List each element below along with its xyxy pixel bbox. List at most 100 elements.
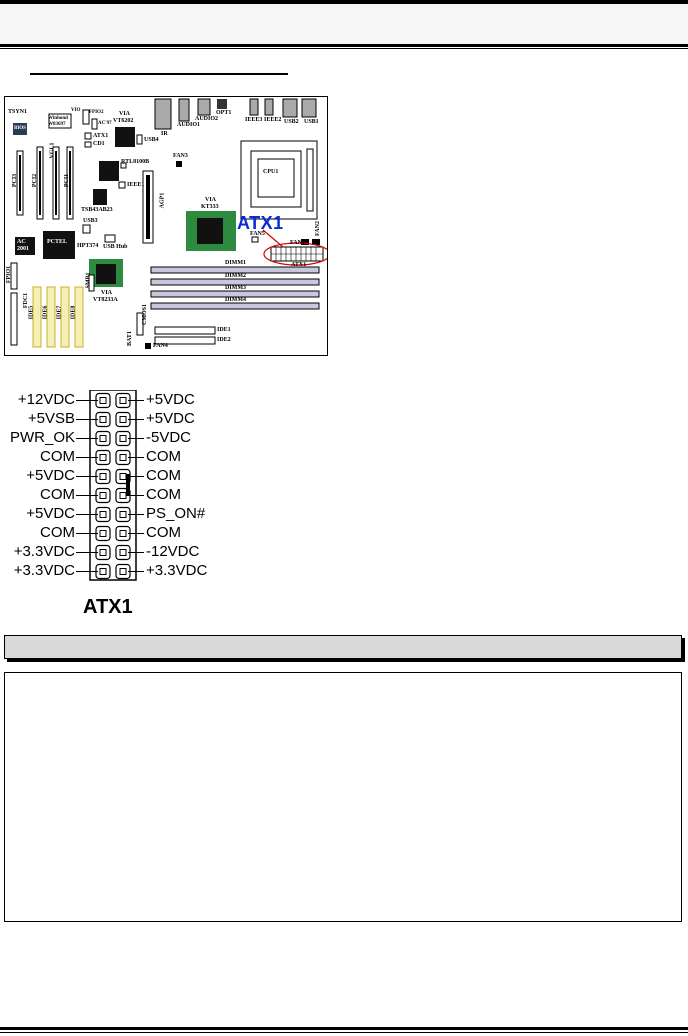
ide7-connector <box>60 286 70 348</box>
pin-label-right-6: COM <box>146 485 181 503</box>
label-ieee2: IEEE2 <box>264 117 282 123</box>
label-bat1: BAT1 <box>126 331 133 346</box>
ide5-connector <box>32 286 42 348</box>
label-ide1: IDE1 <box>217 327 231 333</box>
connector-key <box>126 474 130 496</box>
label-opt1: OPT1 <box>216 110 232 116</box>
pin-label-right-4: COM <box>146 447 181 465</box>
label-via-sb: VIA <box>101 290 113 296</box>
label-ir: IR <box>161 131 168 137</box>
pin-label-right-1: +5VDC <box>146 390 195 408</box>
dimm3-slot <box>150 290 320 298</box>
label-fan2: FAN2 <box>314 221 321 236</box>
header-rule-bottom <box>0 44 688 47</box>
opt1-port <box>217 99 227 109</box>
dimm4-slot <box>150 302 320 310</box>
fpio2-header <box>82 109 90 125</box>
ieee1-header <box>118 181 126 189</box>
pin-label-right-7: PS_ON# <box>146 504 206 522</box>
pin-label-left-2: +5VSB <box>27 409 75 427</box>
pin-right-6-contact <box>119 492 127 499</box>
label-fpio1: FPIO1 <box>6 265 13 284</box>
pin-left-10-contact <box>99 568 107 575</box>
pin-label-right-3: -5VDC <box>146 428 192 446</box>
pin-label-left-4: COM <box>40 447 75 465</box>
usb3-header <box>82 224 91 234</box>
label-via-nb: VIA <box>205 197 217 203</box>
label-ide6: IDE6 <box>42 305 49 320</box>
header-rule-top <box>0 0 688 4</box>
label-smb1: SMB1 <box>85 272 92 289</box>
fan2-header <box>312 239 320 245</box>
label-fan3: FAN3 <box>173 153 188 159</box>
label-tsb43ab23: TSB43AB23 <box>81 207 113 213</box>
usb-hub <box>104 234 116 243</box>
fdc1-connector <box>10 292 18 346</box>
fan4-header <box>145 343 151 349</box>
bios-chip <box>13 123 27 135</box>
pin-label-left-7: +5VDC <box>26 504 75 522</box>
label-dimm1: DIMM1 <box>225 260 246 266</box>
label-ide5: IDE5 <box>28 305 35 320</box>
label-fan5: FAN5 <box>250 231 265 237</box>
label-ide2: IDE2 <box>217 337 231 343</box>
fan3-header <box>176 161 182 167</box>
pinout-drawing <box>76 390 144 581</box>
footer-rule <box>0 1027 688 1030</box>
pin-label-left-9: +3.3VDC <box>13 542 75 560</box>
pinout-title: ATX1 <box>83 596 133 618</box>
pin-label-left-1: +12VDC <box>17 390 75 408</box>
pin-label-left-10: +3.3VDC <box>13 561 75 579</box>
ide6-connector <box>46 286 56 348</box>
via-vt6202-chip <box>115 127 135 147</box>
label-kt333: KT333 <box>201 204 219 210</box>
label-tsyn1: TSYN1 <box>8 109 28 115</box>
usb4-header <box>136 134 143 145</box>
label-pci1: PCI1 <box>64 173 71 188</box>
pin-left-3-contact <box>99 435 107 442</box>
label-dimm2: DIMM2 <box>225 273 246 279</box>
label-dimm4: DIMM4 <box>225 297 246 303</box>
label-usb2: USB2 <box>284 119 299 125</box>
label-cd1: CD1 <box>93 141 105 147</box>
label-ieee1: IEEE1 <box>127 182 145 188</box>
pin-label-left-8: COM <box>40 523 75 541</box>
pin-label-right-10: +3.3VDC <box>146 561 208 579</box>
pin-left-5-contact <box>99 473 107 480</box>
label-ieee3: IEEE3 <box>245 117 263 123</box>
pin-label-left-6: COM <box>40 485 75 503</box>
label-ide7: IDE7 <box>56 305 63 320</box>
label-atx1-jumper: ATX1 <box>93 133 109 139</box>
label-vt8233a: VT8233A <box>93 297 118 303</box>
dimm2-slot <box>150 278 320 286</box>
label-agp1: AGP1 <box>159 192 166 209</box>
pin-left-2-contact <box>99 416 107 423</box>
usb1-port <box>301 98 317 118</box>
motherboard-drawing <box>10 98 327 349</box>
motherboard-diagram: TSYN1 Winbond W83697 BIOS VIO FPIO2 AC'9… <box>4 96 328 356</box>
pctel-chip <box>43 231 75 259</box>
pin-label-right-8: COM <box>146 523 181 541</box>
header-band <box>0 4 688 44</box>
section-heading-underline <box>30 73 288 75</box>
pin-left-4-contact <box>99 454 107 461</box>
audio2-port <box>197 98 211 116</box>
fpio1-header <box>10 262 18 290</box>
ir-port <box>154 98 172 130</box>
smb1-header <box>88 274 95 292</box>
label-winbond: Winbond <box>48 116 68 121</box>
label-hpt374: HPT374 <box>77 243 99 249</box>
label-usb1: USB1 <box>304 119 319 125</box>
label-dimm3: DIMM3 <box>225 285 246 291</box>
label-atx1-small: ATX1 <box>291 262 307 268</box>
label-ac2001: AC 2001 <box>17 239 29 252</box>
cmos1-jumper <box>136 312 144 336</box>
label-bios: BIOS <box>14 126 26 131</box>
atx1-jumper <box>84 132 92 140</box>
pin-right-2-contact <box>119 416 127 423</box>
pin-right-1-contact <box>119 397 127 404</box>
pin-right-8-contact <box>119 530 127 537</box>
ide1-connector <box>154 326 216 335</box>
label-ac97: AC'97 <box>98 121 112 126</box>
